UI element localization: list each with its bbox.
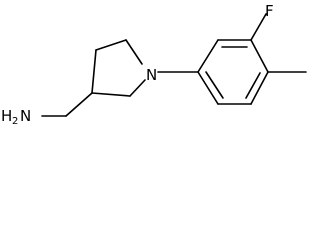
bond-ar6-ar1 (197, 71, 219, 105)
amine-h-label: H (1, 107, 12, 124)
bond-ar-inner-2 (245, 72, 261, 99)
structure-drawing: F N H 2 N (1, 2, 307, 124)
amine-subscript-label: 2 (12, 116, 18, 124)
atom-fluorine-label: F (265, 2, 274, 20)
bond-ar-f (250, 13, 267, 41)
bond-ar3-ar4 (250, 39, 269, 73)
bond-n-c2 (125, 39, 143, 65)
bond-ar-inner-3 (205, 71, 224, 99)
bond-c3-c4 (91, 49, 97, 94)
bond-ar1-ar2 (197, 39, 219, 73)
bond-c5-n (129, 79, 146, 97)
atom-nitrogen-label: N (146, 66, 157, 84)
molecule-structure: F N H 2 N (1, 2, 307, 124)
bond-c4-ch2 (65, 92, 93, 117)
bond-ar4-ar5 (250, 71, 269, 105)
amine-n-label: N (20, 107, 31, 124)
bond-c2-c3 (95, 39, 127, 51)
bond-c4-c5 (91, 92, 131, 97)
